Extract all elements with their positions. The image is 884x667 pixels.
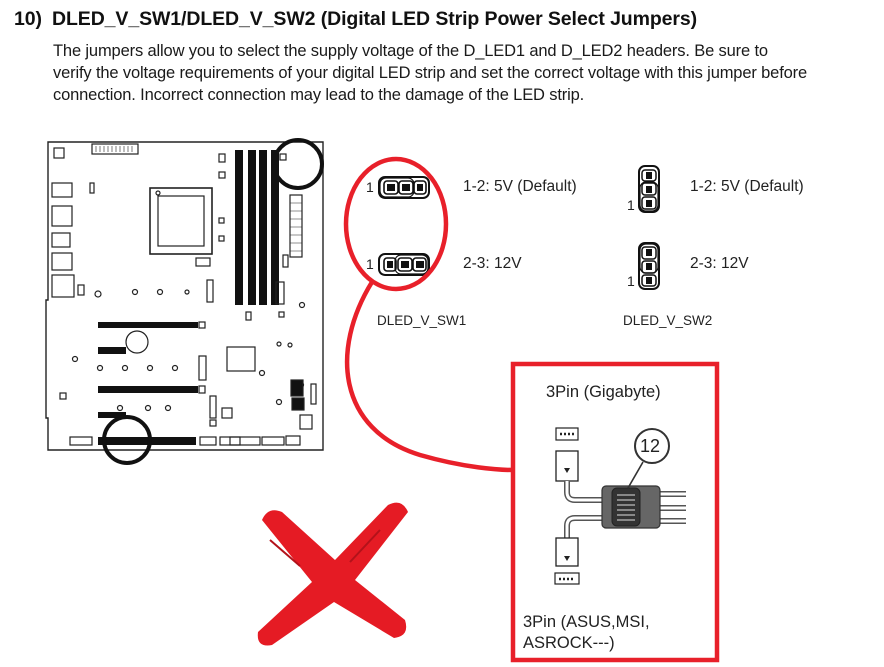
sw1-pin1-marker: 1 (366, 256, 374, 272)
sw1-setting-12v: 2-3: 12V (463, 255, 522, 272)
cross-mark-icon (257, 502, 408, 646)
section-description: The jumpers allow you to select the supp… (53, 40, 868, 106)
badge-number: 12 (640, 436, 661, 456)
connector-diagram (554, 427, 686, 585)
section-number: 10) (14, 8, 42, 30)
description-line: verify the voltage requirements of your … (53, 64, 808, 82)
sw1-name-label: DLED_V_SW1 (377, 313, 467, 328)
sw2-setting-5v: 1-2: 5V (Default) (690, 178, 804, 195)
sw2-pin1-marker: 1 (627, 197, 635, 213)
other-brands-connector-label: ASROCK---) (523, 634, 615, 652)
sw1-setting-5v: 1-2: 5V (Default) (463, 178, 577, 195)
sw2-name-label: DLED_V_SW2 (623, 313, 713, 328)
sw2-pin1-marker: 1 (627, 273, 635, 289)
gigabyte-connector-label: 3Pin (Gigabyte) (546, 383, 661, 401)
sw1-pin1-marker: 1 (366, 179, 374, 195)
sw2-jumper-diagram (638, 165, 660, 290)
sw2-setting-12v: 2-3: 12V (690, 255, 749, 272)
warning-annotation (343, 156, 720, 663)
section-heading: 10) DLED_V_SW1/DLED_V_SW2 (Digital LED St… (14, 8, 697, 31)
motherboard-diagram (45, 138, 324, 465)
description-line: The jumpers allow you to select the supp… (53, 42, 768, 60)
other-brands-connector-label: 3Pin (ASUS,MSI, (523, 613, 650, 631)
section-title: DLED_V_SW1/DLED_V_SW2 (Digital LED Strip… (52, 8, 698, 30)
description-line: connection. Incorrect connection may lea… (53, 86, 585, 104)
sw1-jumper-diagram (378, 176, 430, 276)
